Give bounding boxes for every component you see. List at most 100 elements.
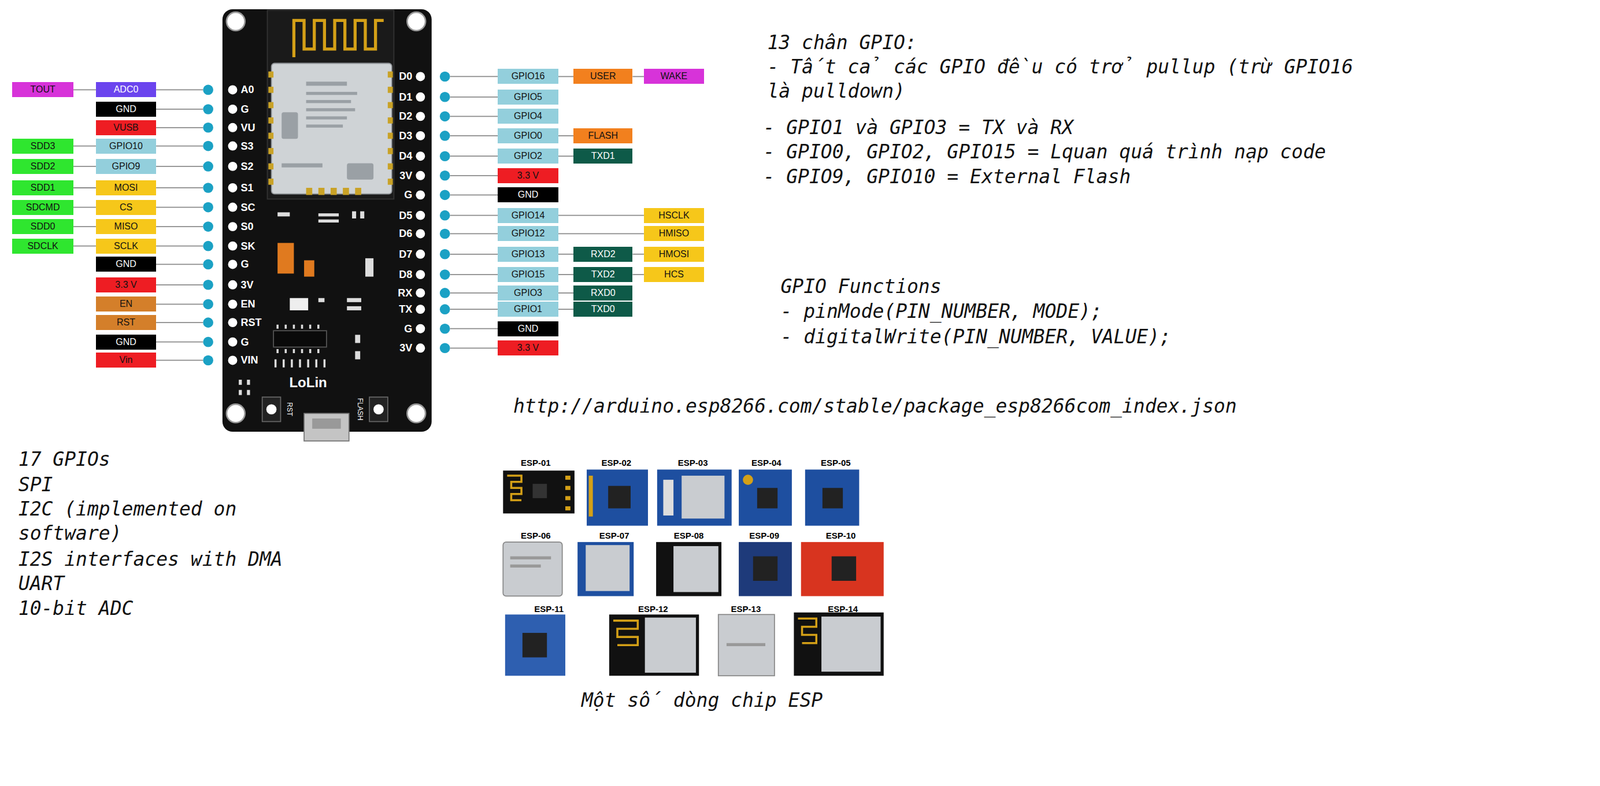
pin-label-text: RST bbox=[116, 317, 136, 328]
pin-label-text: GPIO2 bbox=[513, 150, 543, 162]
pin-name: G bbox=[404, 189, 413, 202]
note-text: 13 chân GPIO: bbox=[767, 30, 917, 55]
chip-model-label: ESP-08 bbox=[673, 530, 705, 540]
pin-label-box: MOSI bbox=[95, 180, 157, 196]
pin-name: S3 bbox=[241, 139, 254, 153]
connector-line bbox=[558, 135, 574, 137]
pin-label-box: GPIO9 bbox=[95, 158, 157, 174]
pin-name: G bbox=[404, 322, 413, 335]
connector-line bbox=[558, 155, 574, 157]
connector-line bbox=[558, 215, 644, 217]
pin-label-box: TOUT bbox=[12, 82, 74, 98]
pin-label-box: Vin bbox=[95, 352, 157, 368]
pin-label-box: SDCLK bbox=[12, 238, 74, 254]
pin-label-box: 3.3 V bbox=[497, 168, 558, 184]
pin-name: D2 bbox=[398, 110, 413, 123]
chip-model-label: ESP-11 bbox=[534, 603, 564, 614]
pin-label-box: SDD0 bbox=[12, 219, 74, 235]
pin-label-box: ADC0 bbox=[95, 82, 157, 98]
pin-label-text: ADC0 bbox=[113, 84, 139, 95]
pin-label-box: WAKE bbox=[643, 68, 705, 84]
pin-label-text: RXD0 bbox=[590, 287, 616, 299]
pin-label-text: WAKE bbox=[660, 71, 688, 82]
board bbox=[222, 9, 432, 442]
pin-label-text: GPIO1 bbox=[513, 304, 543, 315]
pin-label-box: HMOSI bbox=[643, 246, 705, 262]
pin-name: VIN bbox=[241, 354, 259, 367]
pin-label-box: SDD3 bbox=[12, 138, 74, 154]
connector-line bbox=[632, 273, 644, 276]
pin-label-text: GND bbox=[115, 336, 137, 348]
pin-name: RST bbox=[241, 316, 262, 329]
note-text: - GPIO1 và GPIO3 = TX và RX bbox=[763, 115, 1073, 140]
button-label: RST bbox=[285, 402, 294, 417]
board-name: LoLin bbox=[289, 374, 327, 391]
note-text: - GPIO0, GPIO2, GPIO15 = Lquan quá trình… bbox=[763, 139, 1327, 165]
mounting-holes bbox=[226, 12, 426, 423]
pin-label-text: GND bbox=[115, 104, 137, 115]
connector-line bbox=[632, 253, 644, 255]
pin-label-box: GPIO3 bbox=[497, 285, 558, 301]
pin-label-text: GPIO13 bbox=[511, 249, 546, 260]
pin-label-box: TXD0 bbox=[573, 301, 633, 317]
chip-model-label: ESP-09 bbox=[749, 530, 780, 540]
connector-line bbox=[558, 233, 644, 235]
pin-label-box: TXD1 bbox=[573, 148, 633, 164]
pin-name: D1 bbox=[398, 90, 413, 103]
module-pads bbox=[268, 71, 393, 196]
pin-label-box: RST bbox=[95, 315, 157, 331]
pin-label-box: GPIO14 bbox=[497, 208, 558, 224]
pin-name: D0 bbox=[398, 70, 413, 83]
chip-model-label: ESP-13 bbox=[731, 603, 762, 614]
pin-label-box: GPIO12 bbox=[497, 226, 558, 242]
connector-line bbox=[73, 226, 96, 228]
pin-label-box: GPIO2 bbox=[497, 148, 558, 164]
pin-label-box: GPIO16 bbox=[497, 68, 558, 84]
pin-label-text: HMISO bbox=[658, 228, 690, 239]
pin-label-text: GPIO10 bbox=[109, 141, 143, 152]
connector-line bbox=[558, 253, 574, 255]
pin-label-text: TOUT bbox=[30, 84, 55, 95]
chip-model-label: ESP-12 bbox=[638, 603, 669, 614]
pin-label-text: TXD0 bbox=[591, 304, 616, 315]
caption: Một số dòng chip ESP bbox=[581, 688, 823, 713]
pin-name: EN bbox=[241, 298, 256, 311]
chip-model-label: ESP-03 bbox=[678, 457, 709, 468]
pin-label-text: GPIO14 bbox=[511, 210, 546, 221]
connector-line bbox=[73, 145, 96, 147]
pin-name: D7 bbox=[398, 247, 413, 261]
pin-label-box: RXD2 bbox=[573, 246, 633, 262]
pin-label-box: HCS bbox=[643, 267, 705, 283]
pin-name: A0 bbox=[241, 83, 255, 96]
pin-label-box: HMISO bbox=[643, 226, 705, 242]
note-text: - pinMode(PIN_NUMBER, MODE); bbox=[780, 299, 1102, 324]
chip-model-label: ESP-05 bbox=[820, 457, 851, 468]
metal-shield bbox=[271, 63, 392, 195]
pin-label-text: SDD3 bbox=[30, 141, 56, 152]
wifi-module bbox=[267, 10, 395, 200]
pin-label-text: GPIO9 bbox=[112, 161, 141, 172]
note-text: - GPIO9, GPIO10 = External Flash bbox=[763, 164, 1131, 190]
pin-name: D4 bbox=[398, 150, 413, 163]
pin-label-box: GPIO5 bbox=[497, 89, 558, 105]
connector-line bbox=[558, 292, 574, 294]
pin-name: VU bbox=[241, 121, 256, 134]
pin-label-text: SDCLK bbox=[27, 241, 58, 252]
connector-line bbox=[73, 187, 96, 189]
chip-model-label: ESP-04 bbox=[751, 457, 782, 468]
pin-name: 3V bbox=[241, 278, 254, 291]
pin-label-box: FLASH bbox=[573, 128, 633, 144]
pin-label-box: HSCLK bbox=[643, 208, 705, 224]
pin-label-text: 3.3 V bbox=[517, 342, 539, 354]
pin-name: TX bbox=[398, 303, 413, 316]
note-text: http://arduino.esp8266.com/stable/packag… bbox=[513, 394, 1237, 419]
pin-label-box: SCLK bbox=[95, 238, 157, 254]
board-pin-holes bbox=[228, 72, 426, 366]
pin-label-box: CS bbox=[95, 200, 157, 216]
note-text: SPI bbox=[18, 472, 54, 498]
chip-model-label: ESP-07 bbox=[599, 530, 630, 540]
pin-label-text: GPIO5 bbox=[513, 91, 543, 103]
note-text: 17 GPIOs bbox=[18, 447, 111, 472]
pin-label-box: GND bbox=[95, 101, 157, 117]
